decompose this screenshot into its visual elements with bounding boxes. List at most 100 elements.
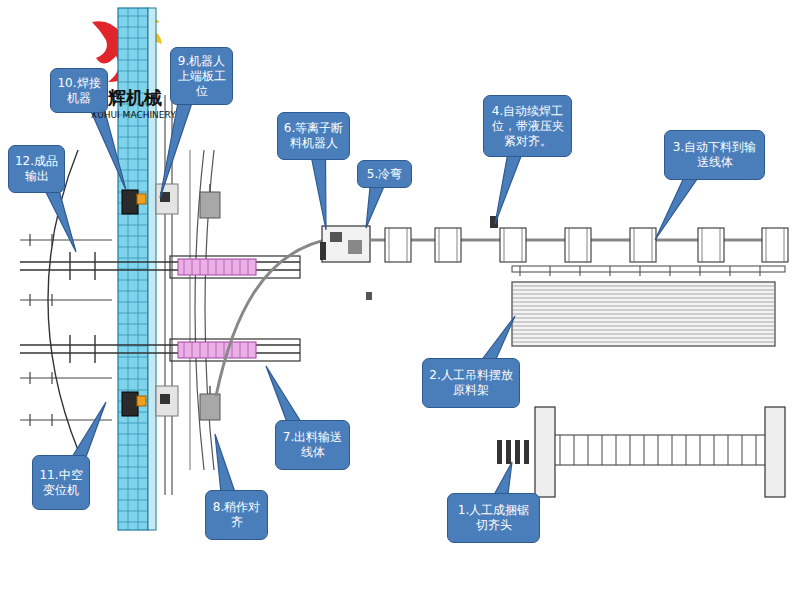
roller-station (766, 228, 767, 262)
saw-chain-link (742, 435, 743, 465)
roller-station (435, 228, 461, 262)
callout-tail (366, 186, 384, 228)
roller-station (634, 228, 635, 262)
roller-station (587, 228, 588, 262)
rack-tick (550, 266, 551, 276)
positioner-grid (118, 148, 148, 149)
rail-line (190, 150, 191, 470)
raw-pipe (512, 306, 775, 307)
callout-tail (72, 402, 106, 457)
positioner-grid (118, 71, 148, 72)
welding-robot (122, 392, 138, 416)
roller-station (630, 228, 656, 262)
carriage-stripe (216, 342, 217, 358)
saw-chain-link (728, 435, 729, 465)
callout-tail (215, 434, 235, 492)
saw-chain-link (616, 435, 617, 465)
callout-tail (495, 155, 522, 224)
saw-chain-link (658, 435, 659, 465)
callout-text: 5.冷弯 (367, 167, 402, 182)
callout-box: 4.自动续焊工位，带液压夹紧对齐。 (483, 95, 572, 157)
saw-chain-link (644, 435, 645, 465)
callout-box: 2.人工吊料摆放原料架 (422, 358, 520, 408)
callout-text: 12.成品输出 (13, 154, 60, 184)
positioner-grid (138, 8, 139, 530)
raw-pipe (512, 322, 775, 323)
roller-station (500, 228, 526, 262)
callout-tail (45, 191, 76, 252)
callout-box: 7.出料输送线体 (275, 420, 350, 470)
positioner-grid (118, 456, 148, 457)
saw-chain-link (714, 435, 715, 465)
callout-tail (312, 158, 327, 230)
positioner-column (118, 8, 148, 530)
positioner-grid (118, 236, 148, 237)
rail-line (20, 269, 300, 270)
saw-chain-link (686, 435, 687, 465)
positioner-grid (118, 27, 148, 28)
carriage-stripe (224, 342, 225, 358)
positioner-grid (118, 302, 148, 303)
saw-chain-link (630, 435, 631, 465)
carriage-stripe (200, 259, 201, 275)
callout-text: 7.出料输送线体 (280, 430, 345, 460)
carriage-stripe (224, 259, 225, 275)
rail-line (94, 335, 95, 363)
positioner-grid (118, 335, 148, 336)
positioner-grid (118, 137, 148, 138)
welding-robot (122, 190, 138, 214)
positioner-grid (118, 511, 148, 512)
callout-box: 3.自动下料到输送线体 (664, 130, 765, 180)
cut-bundle (515, 440, 520, 464)
positioner-grid (118, 324, 148, 325)
callout-box: 1.人工成捆锯切齐头 (447, 493, 540, 543)
positioner-grid (118, 423, 148, 424)
alignment-stand (209, 184, 211, 192)
carriage-stripe (200, 342, 201, 358)
roller-station (762, 228, 788, 262)
raw-pipe (512, 290, 775, 291)
rack-tick (520, 266, 521, 276)
conveyor-carriage (178, 342, 256, 358)
callout-box: 9.机器人上端板工位 (170, 47, 233, 105)
saw-chain-link (602, 435, 603, 465)
positioner-grid (128, 8, 129, 530)
plasma-cutter (322, 226, 370, 262)
callout-text: 9.机器人上端板工位 (175, 54, 228, 99)
rack-tick (730, 266, 731, 276)
callout-text: 3.自动下料到输送线体 (669, 140, 760, 170)
carriage-stripe (248, 342, 249, 358)
carriage-stripe (208, 342, 209, 358)
positioner-grid (118, 170, 148, 171)
output-arm (20, 377, 112, 378)
rail-line (20, 352, 300, 353)
rack-tick (760, 266, 761, 276)
output-arm (20, 299, 112, 300)
positioner-grid (118, 357, 148, 358)
carriage-stripe (192, 342, 193, 358)
end-plate-station (156, 184, 178, 214)
positioner-grid (118, 368, 148, 369)
carriage-stripe (216, 259, 217, 275)
small-robot (366, 292, 372, 300)
roller-station (407, 228, 408, 262)
roller-station (698, 228, 724, 262)
positioner-grid (118, 225, 148, 226)
output-arm (51, 414, 52, 426)
cut-bundle (524, 440, 529, 464)
output-arm (29, 414, 30, 426)
rail-line (69, 335, 70, 363)
callout-box: 6.等离子断料机器人 (277, 112, 350, 160)
output-arm (29, 372, 30, 384)
carriage-stripe (240, 259, 241, 275)
conveyor-frame (170, 339, 300, 361)
callout-text: 2.人工吊料摆放原料架 (427, 368, 515, 398)
roller-station (702, 228, 703, 262)
callout-text: 4.自动续焊工位，带液压夹紧对齐。 (488, 104, 567, 149)
positioner-grid (118, 16, 148, 17)
saw-chain (555, 464, 765, 465)
carriage-stripe (208, 259, 209, 275)
callout-tail (482, 316, 515, 360)
raw-pipe (512, 314, 775, 315)
roller-station (504, 228, 505, 262)
